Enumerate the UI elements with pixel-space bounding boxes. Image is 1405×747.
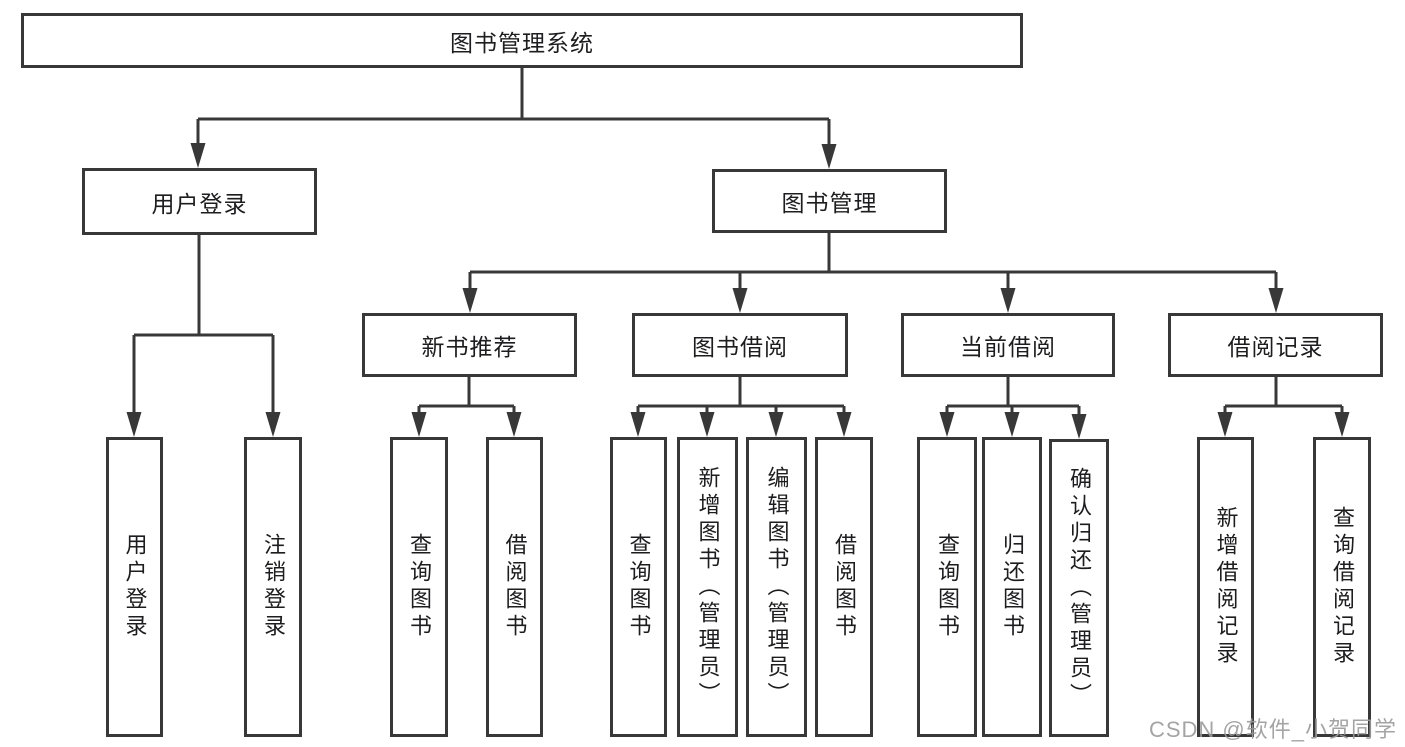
connector-current-branch xyxy=(939,377,1087,439)
csdn-watermark: CSDN @软件_小贺同学 xyxy=(1148,717,1397,742)
node-user-login: 用户登录 xyxy=(82,168,317,235)
leaf-label: 归还图书 xyxy=(1000,533,1025,641)
leaf-label: 新增借阅记录 xyxy=(1213,506,1239,668)
leaf-label: 查询借阅记录 xyxy=(1330,506,1355,668)
node-borrow-record: 借阅记录 xyxy=(1168,313,1383,377)
node-leaf-return-book: 归还图书 xyxy=(982,437,1042,737)
node-leaf-add-borrow-record: 新增借阅记录 xyxy=(1197,437,1254,737)
leaf-label: 查询图书 xyxy=(935,533,960,641)
leaf-label: 注销登录 xyxy=(261,533,286,641)
connector-borrow-branch xyxy=(630,377,852,437)
node-new-book-recommend: 新书推荐 xyxy=(362,313,577,377)
leaf-label: 借阅图书 xyxy=(832,533,857,641)
node-leaf-query-borrow-record: 查询借阅记录 xyxy=(1313,437,1371,737)
leaf-label: 用户登录 xyxy=(122,533,148,641)
node-book-borrow: 图书借阅 xyxy=(632,313,848,377)
node-leaf-borrow-book-2: 借阅图书 xyxy=(815,437,873,737)
node-leaf-confirm-return-admin: 确认归还（管理员） xyxy=(1049,439,1109,737)
leaf-label: 借阅图书 xyxy=(502,533,528,641)
leaf-label: 编辑图书（管理员） xyxy=(764,465,790,709)
connector-user-branch xyxy=(126,235,281,437)
node-book-management: 图书管理 xyxy=(712,169,947,233)
leaf-label: 查询图书 xyxy=(407,533,432,641)
node-library-system: 图书管理系统 xyxy=(21,13,1023,68)
connector-root-branch xyxy=(190,68,837,169)
connector-newbook-branch xyxy=(411,377,522,437)
connector-book-branch xyxy=(462,233,1284,313)
leaf-label: 确认归还（管理员） xyxy=(1067,466,1092,710)
leaf-label: 新增图书（管理员） xyxy=(695,465,721,709)
node-leaf-logout: 注销登录 xyxy=(244,437,302,737)
node-leaf-add-book-admin: 新增图书（管理员） xyxy=(677,437,738,737)
node-leaf-borrow-book-1: 借阅图书 xyxy=(486,437,543,737)
node-leaf-edit-book-admin: 编辑图书（管理员） xyxy=(746,437,807,737)
node-leaf-query-book-2: 查询图书 xyxy=(610,437,667,737)
connector-record-branch xyxy=(1217,377,1350,437)
node-current-borrow: 当前借阅 xyxy=(901,313,1115,377)
node-leaf-user-login: 用户登录 xyxy=(106,437,163,737)
node-leaf-query-book-3: 查询图书 xyxy=(917,437,977,737)
node-leaf-query-book-1: 查询图书 xyxy=(390,437,448,737)
leaf-label: 查询图书 xyxy=(626,533,652,641)
